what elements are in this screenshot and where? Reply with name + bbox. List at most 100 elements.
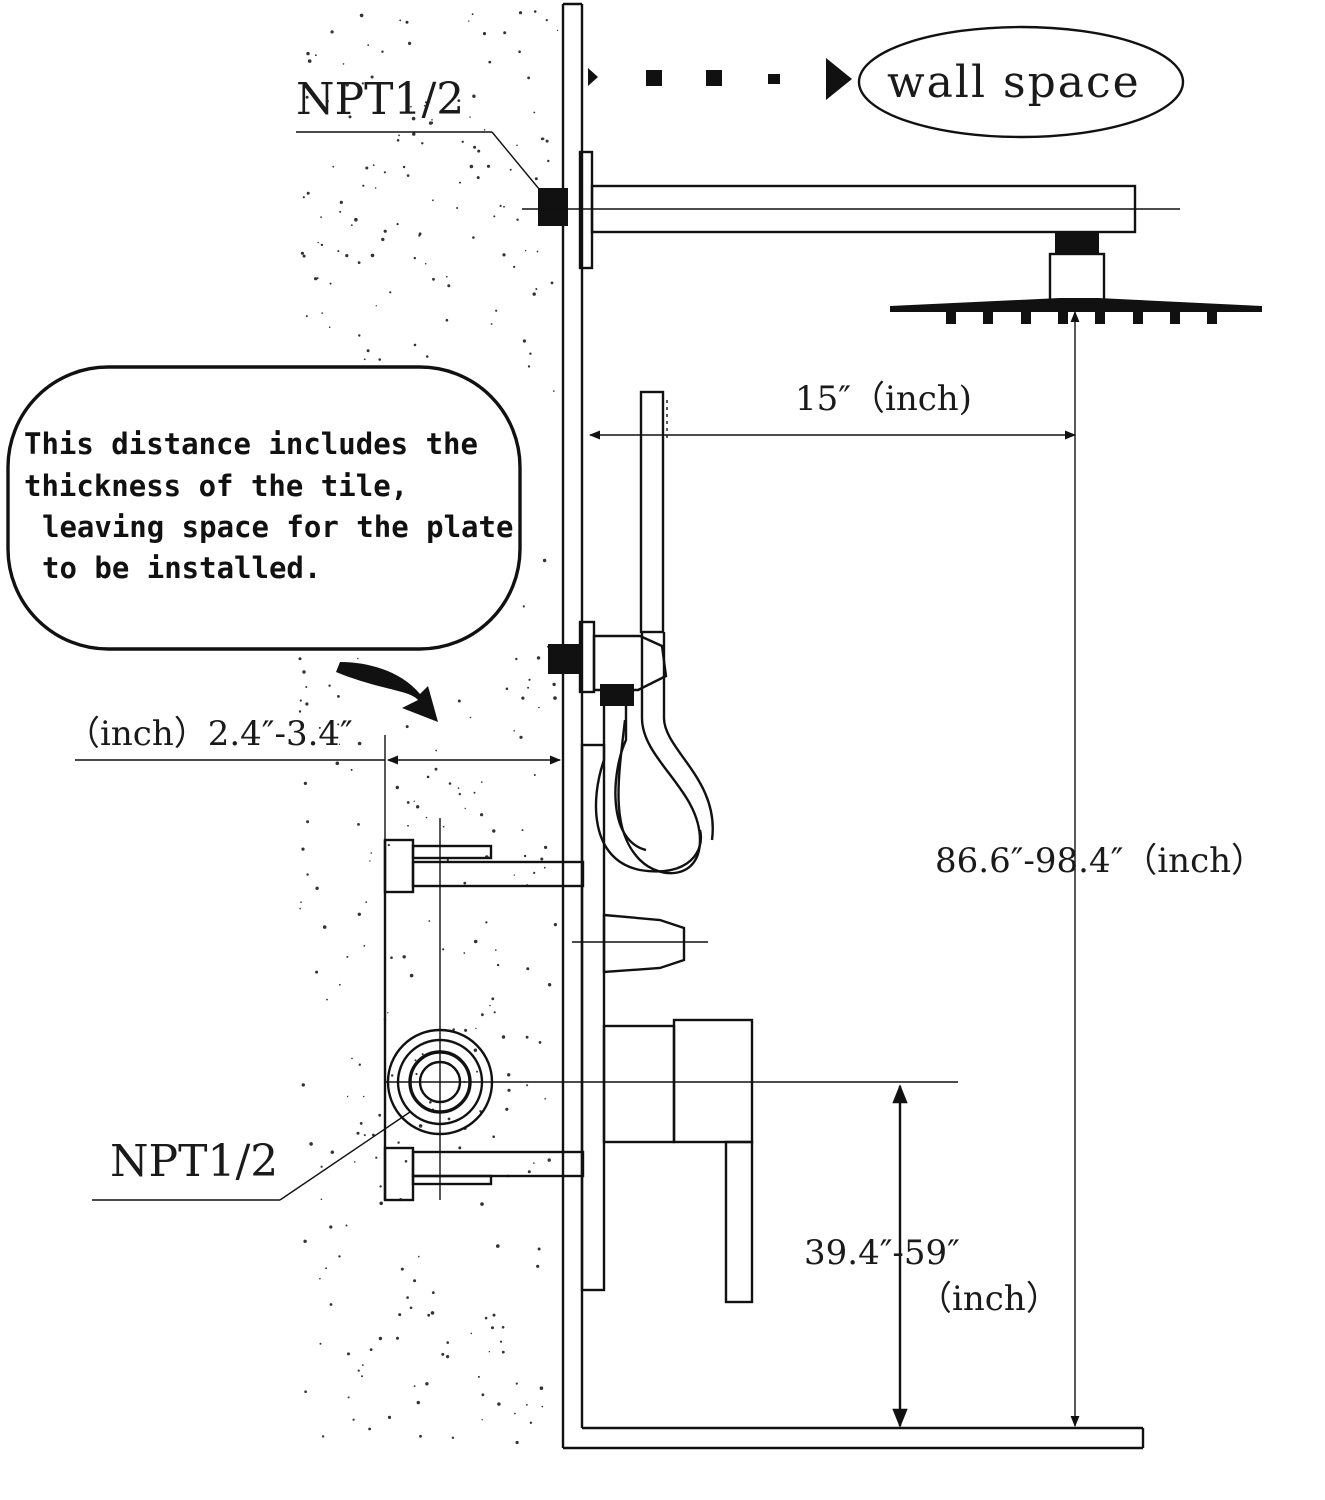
stipple-dot bbox=[446, 1341, 450, 1344]
stipple-dot bbox=[358, 334, 361, 337]
stipple-dot bbox=[354, 217, 358, 222]
stipple-dot bbox=[539, 1386, 544, 1390]
stipple-dot bbox=[515, 1382, 518, 1385]
stipple-dot bbox=[315, 54, 317, 57]
shower-height-dimension: 86.6″-98.4″（inch） bbox=[935, 310, 1265, 1428]
stipple-dot bbox=[533, 111, 536, 114]
stipple-dot bbox=[452, 1028, 455, 1031]
stipple-dot bbox=[540, 857, 544, 861]
stipple-dot bbox=[361, 1375, 363, 1378]
stipple-dot bbox=[533, 774, 536, 776]
stipple-dot bbox=[298, 657, 302, 661]
stipple-dot bbox=[411, 116, 416, 121]
stipple-dot bbox=[543, 866, 546, 869]
stipple-dot bbox=[473, 1048, 478, 1052]
stipple-dot bbox=[395, 785, 399, 790]
stipple-dot bbox=[527, 686, 530, 689]
stipple-dot bbox=[457, 99, 461, 102]
stipple-dot bbox=[501, 1035, 506, 1039]
stipple-dot bbox=[350, 768, 353, 771]
stipple-dot bbox=[481, 1419, 483, 1421]
stipple-dot bbox=[547, 983, 552, 987]
stipple-dot bbox=[304, 1390, 307, 1393]
stipple-dot bbox=[489, 1004, 491, 1007]
stipple-dot bbox=[491, 1326, 494, 1330]
callout-pointer-arrow bbox=[336, 662, 438, 722]
stipple-dot bbox=[521, 696, 525, 700]
stipple-dot bbox=[352, 1418, 355, 1421]
stipple-dot bbox=[335, 761, 340, 766]
stipple-dot bbox=[423, 104, 426, 107]
stipple-dot bbox=[473, 145, 477, 149]
stipple-dot bbox=[432, 277, 435, 281]
stipple-dot bbox=[496, 963, 500, 967]
stipple-dot bbox=[317, 241, 320, 244]
stipple-dot bbox=[552, 682, 556, 687]
stipple-dot bbox=[416, 805, 420, 809]
stipple-dot bbox=[354, 1161, 356, 1163]
stipple-dot bbox=[306, 51, 310, 56]
stipple-dot bbox=[425, 1382, 429, 1386]
stipple-dot bbox=[314, 277, 318, 281]
stipple-dot bbox=[516, 144, 518, 147]
stipple-dot bbox=[405, 725, 409, 729]
stipple-dot bbox=[363, 1134, 366, 1137]
stipple-dot bbox=[472, 94, 476, 98]
stipple-dot bbox=[342, 63, 345, 65]
arm-length-label: 15″（inch) bbox=[795, 379, 972, 419]
stipple-dot bbox=[320, 1165, 323, 1168]
stipple-dot bbox=[495, 949, 497, 951]
stipple-dot bbox=[483, 129, 486, 131]
stipple-dot bbox=[332, 165, 335, 168]
stipple-dot bbox=[367, 44, 370, 46]
stipple-dot bbox=[365, 901, 368, 903]
stipple-dot bbox=[358, 1063, 361, 1066]
stipple-dot bbox=[533, 10, 537, 13]
stipple-dot bbox=[464, 807, 466, 810]
stipple-dot bbox=[412, 132, 416, 136]
stipple-dot bbox=[492, 1135, 496, 1138]
hand-shower bbox=[548, 390, 714, 875]
stipple-dot bbox=[366, 349, 370, 353]
stipple-dot bbox=[375, 305, 377, 307]
stipple-dot bbox=[408, 41, 412, 46]
stipple-dot bbox=[396, 139, 400, 142]
stipple-dot bbox=[374, 187, 377, 189]
stipple-dot bbox=[527, 365, 531, 368]
stipple-dot bbox=[513, 730, 515, 732]
stipple-dot bbox=[424, 101, 428, 104]
stipple-dot bbox=[387, 1415, 392, 1419]
stipple-dot bbox=[309, 1142, 313, 1146]
stipple-dot bbox=[319, 1342, 322, 1345]
stipple-dot bbox=[459, 181, 461, 184]
stipple-dot bbox=[339, 200, 343, 204]
stipple-dot bbox=[522, 605, 525, 608]
stipple-dot bbox=[501, 1350, 505, 1354]
stipple-dot bbox=[328, 684, 331, 687]
stipple-dot bbox=[488, 60, 492, 64]
stipple-dot bbox=[406, 1296, 409, 1299]
stipple-dot bbox=[468, 20, 470, 22]
shower-arm bbox=[522, 150, 1180, 270]
stipple-dot bbox=[479, 1110, 482, 1113]
stipple-dot bbox=[356, 1131, 360, 1135]
stipple-dot bbox=[362, 1095, 365, 1098]
stipple-dot bbox=[329, 282, 332, 285]
stipple-dot bbox=[402, 165, 406, 169]
stipple-dot bbox=[414, 1059, 417, 1062]
npt-top-label: NPT1/2 bbox=[296, 74, 464, 125]
stipple-dot bbox=[553, 390, 555, 392]
stipple-dot bbox=[446, 275, 448, 278]
stipple-dot bbox=[306, 191, 310, 195]
stipple-dot bbox=[359, 1122, 363, 1125]
stipple-dot bbox=[516, 218, 519, 221]
stipple-dot bbox=[330, 1150, 334, 1154]
stipple-dot bbox=[536, 1264, 540, 1268]
stipple-dot bbox=[470, 1332, 473, 1335]
stipple-dot bbox=[378, 1113, 382, 1117]
stipple-dot bbox=[363, 945, 366, 947]
stipple-dot bbox=[378, 1336, 383, 1341]
npt-top-callout: NPT1/2 bbox=[296, 74, 545, 196]
stipple-dot bbox=[547, 159, 550, 163]
stipple-dot bbox=[328, 326, 331, 329]
